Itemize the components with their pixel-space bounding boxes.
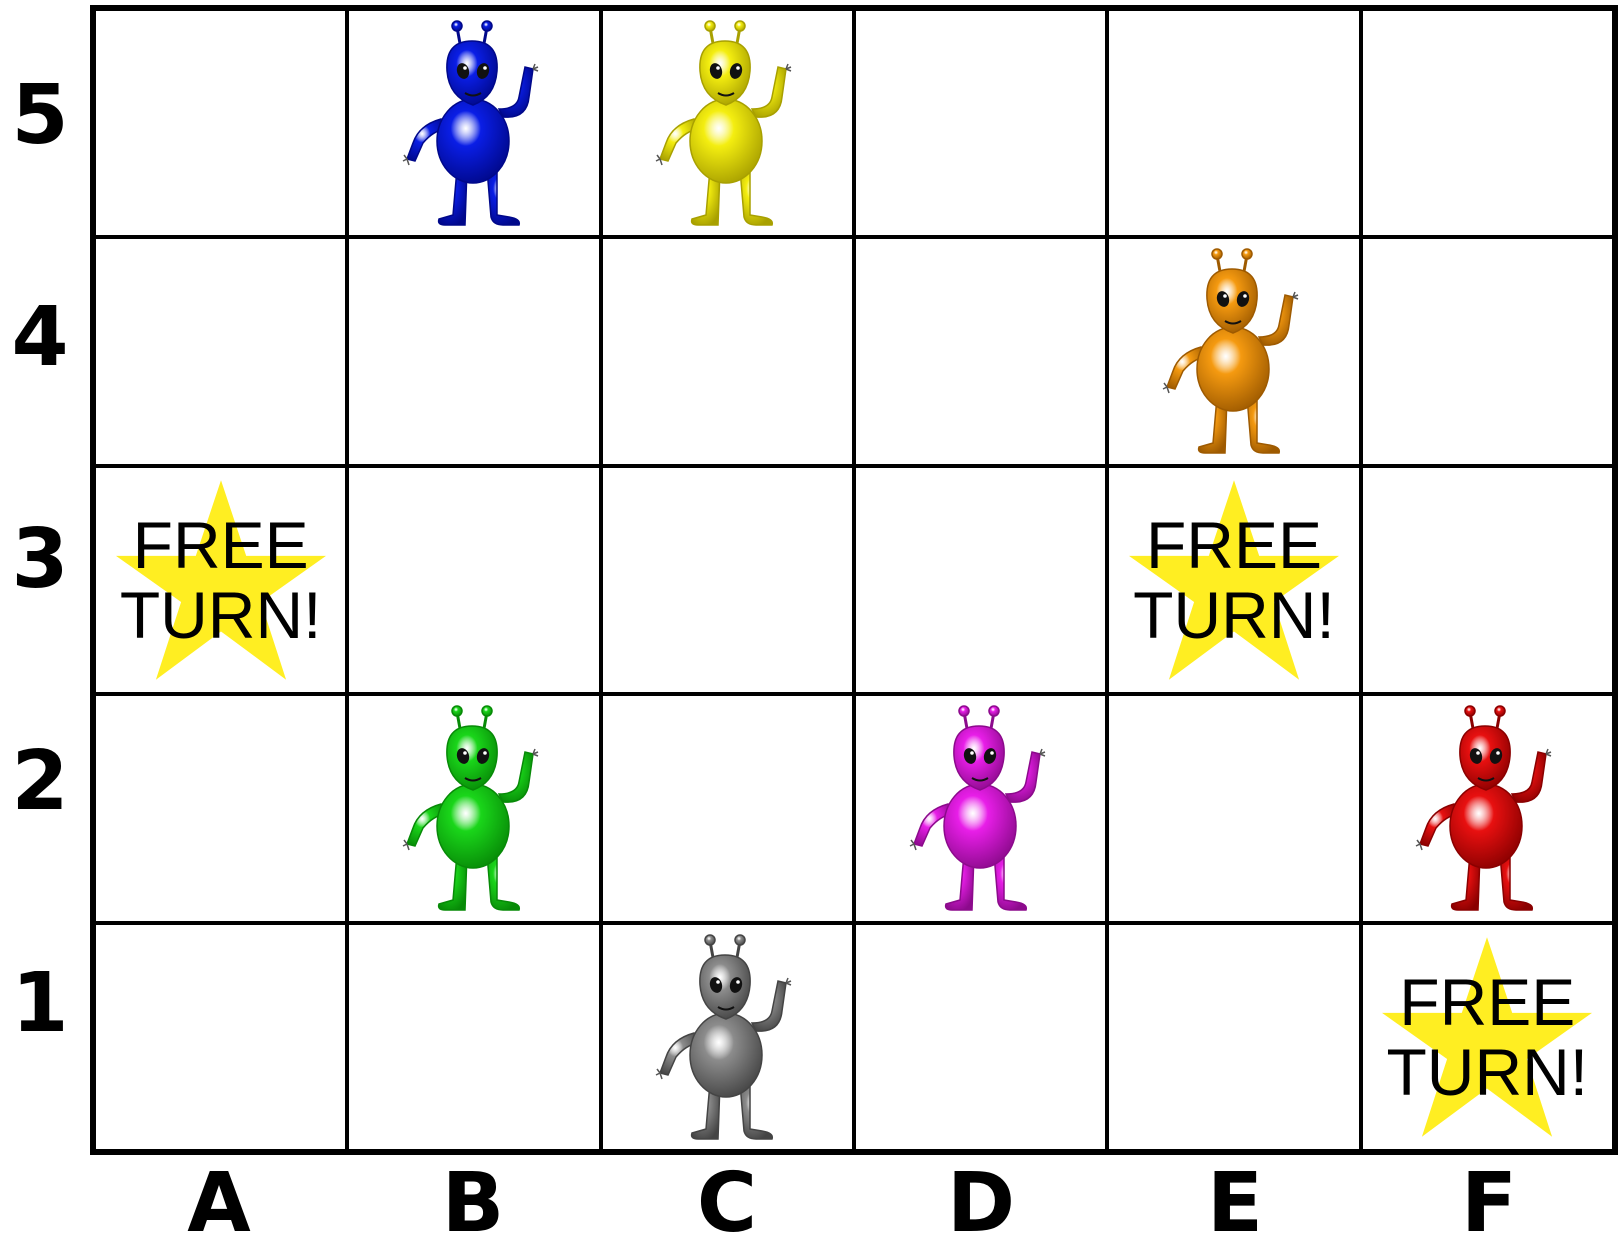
board-cell-b3[interactable] (347, 466, 600, 694)
free-turn-label-line1: FREE (1109, 510, 1358, 580)
board-cell-c1[interactable] (601, 923, 854, 1151)
board-cell-a4[interactable] (94, 237, 347, 465)
alien-orange-icon[interactable] (1159, 247, 1309, 457)
alien-gray-icon[interactable] (652, 933, 802, 1143)
row-label-1: 1 (0, 956, 80, 1051)
board-cell-b1[interactable] (347, 923, 600, 1151)
board-cell-d3[interactable] (854, 466, 1107, 694)
board-cell-d5[interactable] (854, 9, 1107, 237)
board-cell-d2[interactable] (854, 694, 1107, 922)
board-cell-f3[interactable] (1361, 466, 1614, 694)
free-turn-label-line2: TURN! (96, 580, 345, 650)
board-cell-f2[interactable] (1361, 694, 1614, 922)
row-label-3: 3 (0, 512, 80, 607)
board-cell-e5[interactable] (1107, 9, 1360, 237)
board-cell-b5[interactable] (347, 9, 600, 237)
board-cell-f4[interactable] (1361, 237, 1614, 465)
board-cell-e4[interactable] (1107, 237, 1360, 465)
board-cell-e1[interactable] (1107, 923, 1360, 1151)
free-turn-label-line2: TURN! (1109, 580, 1358, 650)
column-label-b: B (346, 1168, 600, 1240)
board-cell-f5[interactable] (1361, 9, 1614, 237)
column-label-d: D (854, 1168, 1108, 1240)
row-label-2: 2 (0, 734, 80, 829)
alien-green-icon[interactable] (399, 704, 549, 914)
column-label-e: E (1108, 1168, 1362, 1240)
board-cell-d4[interactable] (854, 237, 1107, 465)
free-turn-label-line1: FREE (96, 510, 345, 580)
alien-red-icon[interactable] (1412, 704, 1562, 914)
row-label-4: 4 (0, 290, 80, 385)
board-cell-d1[interactable] (854, 923, 1107, 1151)
column-label-c: C (600, 1168, 854, 1240)
board-cell-b2[interactable] (347, 694, 600, 922)
alien-yellow-icon[interactable] (652, 19, 802, 229)
alien-magenta-icon[interactable] (906, 704, 1056, 914)
board-cell-a5[interactable] (94, 9, 347, 237)
board-cell-a2[interactable] (94, 694, 347, 922)
board-cell-c2[interactable] (601, 694, 854, 922)
free-turn-label-line2: TURN! (1363, 1037, 1612, 1107)
board-cell-e2[interactable] (1107, 694, 1360, 922)
alien-blue-icon[interactable] (399, 19, 549, 229)
board-cell-a1[interactable] (94, 923, 347, 1151)
board-cell-c5[interactable] (601, 9, 854, 237)
board-cell-c3[interactable] (601, 466, 854, 694)
free-turn-label-line1: FREE (1363, 967, 1612, 1037)
column-label-f: F (1362, 1168, 1616, 1240)
board-cell-b4[interactable] (347, 237, 600, 465)
row-label-5: 5 (0, 68, 80, 163)
board-cell-c4[interactable] (601, 237, 854, 465)
column-label-a: A (92, 1168, 346, 1240)
